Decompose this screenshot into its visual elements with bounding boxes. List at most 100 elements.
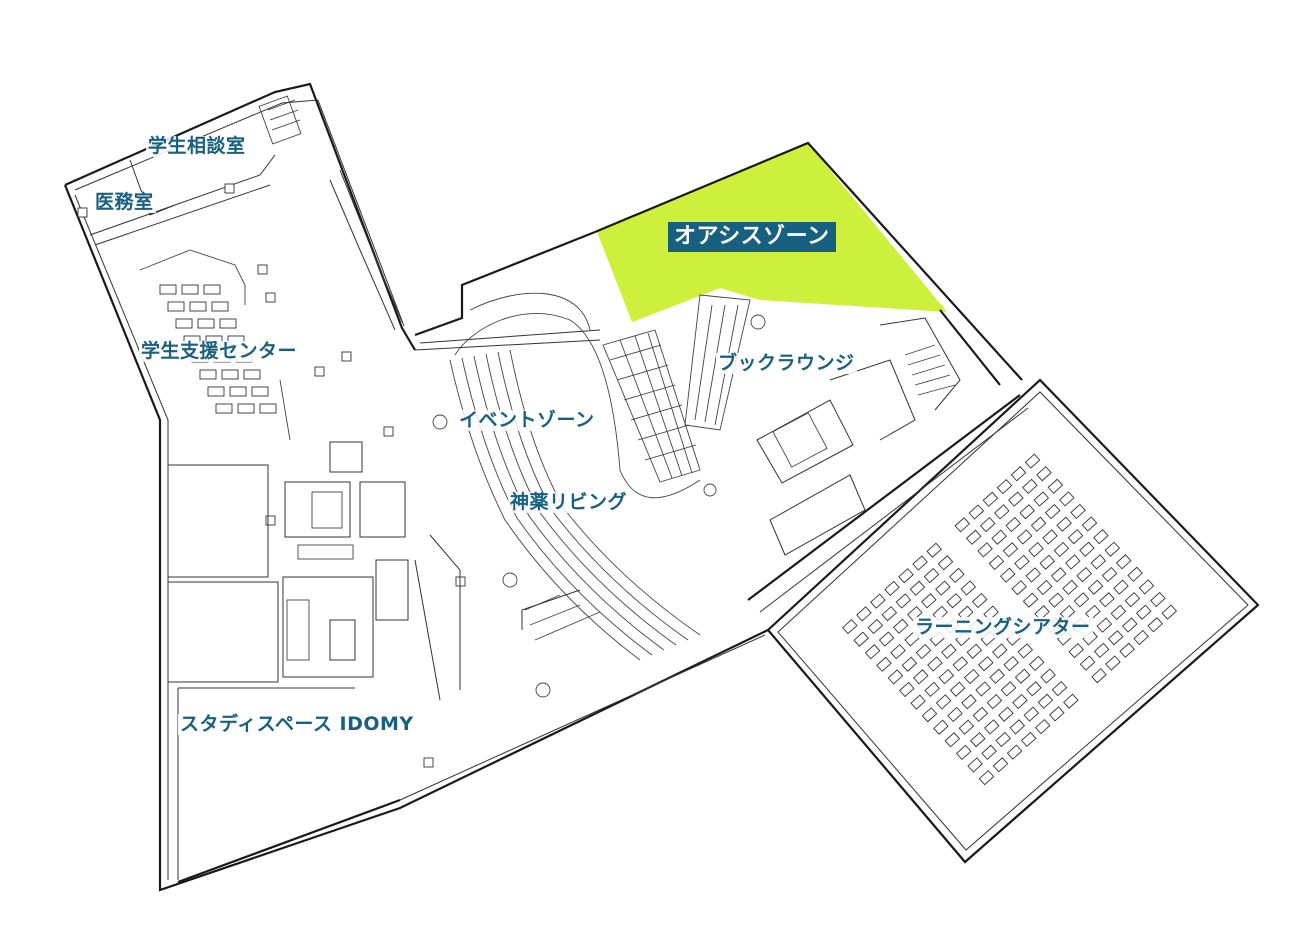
theater-seat <box>1022 478 1038 495</box>
theater-seat <box>1053 541 1070 558</box>
theater-seat <box>1009 719 1026 735</box>
theater-seat <box>965 529 982 545</box>
theater-seat <box>1049 706 1065 722</box>
theater-seat <box>1006 744 1023 760</box>
desk <box>159 284 177 295</box>
theater-seat <box>1003 655 1019 672</box>
theater-seat <box>1020 731 1037 748</box>
theater-seat <box>992 643 1008 659</box>
theater-seat <box>935 694 952 710</box>
theater-seat <box>1016 529 1033 545</box>
theater-seat <box>1076 566 1092 583</box>
theater-seat <box>1025 567 1042 583</box>
theater-seat <box>1133 629 1149 646</box>
theater-seat <box>946 593 963 609</box>
label-learning-theater[interactable]: ラーニングシアター <box>913 616 1093 638</box>
theater-seat <box>960 580 977 596</box>
theater-seat <box>1087 579 1104 595</box>
theater-seat <box>963 668 980 685</box>
label-study-space-idomy[interactable]: スタディスペース IDOMY <box>178 713 416 735</box>
label-student-consultation-room[interactable]: 学生相談室 <box>146 135 248 157</box>
theater-seat <box>1062 579 1078 596</box>
theater-seat <box>982 491 999 507</box>
theater-seat <box>1044 503 1061 520</box>
theater-seat <box>988 554 1005 571</box>
book-lounge-core <box>756 309 1001 556</box>
desk <box>229 386 247 397</box>
theater-seat <box>915 643 932 660</box>
theater-seat <box>1036 466 1052 482</box>
theater-seat <box>924 681 940 698</box>
theater-seat <box>981 744 997 760</box>
support-center-desks <box>139 249 466 768</box>
theater-seat <box>1022 592 1039 608</box>
label-student-support-center[interactable]: 学生支援センター <box>139 340 300 362</box>
label-shinyaku-living[interactable]: 神薬リビング <box>508 491 630 513</box>
theater-seat <box>910 694 926 710</box>
theater-seat <box>892 618 909 634</box>
theater-seat <box>972 706 989 723</box>
desk <box>211 301 229 312</box>
theater-seat <box>1028 655 1045 672</box>
label-oasis-zone[interactable]: オアシスゾーン <box>668 222 836 252</box>
theater-seat <box>1070 503 1086 520</box>
theater-seat <box>1063 693 1079 709</box>
theater-seat <box>977 542 993 558</box>
theater-seat <box>1122 617 1138 633</box>
theater-seat <box>1079 541 1095 557</box>
theater-seat <box>887 669 904 685</box>
theater-seat <box>1073 592 1090 608</box>
theater-seat <box>994 504 1010 520</box>
theater-seat <box>949 567 965 584</box>
theater-seat <box>968 504 985 520</box>
theater-seat <box>1105 655 1121 671</box>
theater-seat <box>1036 579 1053 596</box>
theater-seat <box>935 580 951 596</box>
theater-seat <box>1050 567 1067 583</box>
label-event-zone[interactable]: イベントゾーン <box>457 409 597 431</box>
theater-seat <box>1014 668 1031 684</box>
theater-seat <box>1037 693 1054 709</box>
theater-seat <box>878 631 895 647</box>
theater-seat <box>1065 554 1081 570</box>
theater-seat <box>975 681 991 697</box>
theater-seat <box>870 593 886 609</box>
theater-seat <box>898 568 914 584</box>
theater-seat <box>1107 630 1124 646</box>
theater-seat <box>991 529 1007 545</box>
label-medical-office[interactable]: 医務室 <box>93 191 156 213</box>
theater-seat <box>979 516 996 533</box>
desk <box>207 386 225 397</box>
theater-seat <box>996 478 1013 495</box>
label-book-lounge[interactable]: ブックラウンジ <box>716 352 857 374</box>
theater-seat <box>1047 478 1064 494</box>
theater-seat <box>890 643 906 660</box>
theater-seat <box>941 643 957 659</box>
theater-seat <box>1056 516 1072 532</box>
theater-seat <box>1119 642 1135 658</box>
theater-seat <box>958 719 975 735</box>
theater-seat <box>1079 655 1096 671</box>
theater-seat <box>1127 566 1143 582</box>
theater-seat <box>933 719 949 735</box>
theater-seat <box>1039 554 1056 570</box>
theater-seat <box>1040 668 1056 684</box>
desk <box>175 318 193 329</box>
theater-seat <box>884 580 900 597</box>
stair-core <box>904 344 956 396</box>
theater-seat <box>1014 554 1030 571</box>
theater-seat <box>1026 681 1042 697</box>
desk <box>203 284 221 295</box>
theater-seat <box>1124 591 1141 608</box>
theater-seat <box>1033 491 1050 507</box>
central-walls <box>414 141 1023 698</box>
theater-seat <box>1138 579 1155 595</box>
theater-seat <box>1059 605 1076 621</box>
theater-seat <box>1042 529 1058 545</box>
theater-seat <box>853 631 869 647</box>
theater-seat <box>1028 541 1044 558</box>
theater-seat <box>1085 604 1101 621</box>
theater-seat <box>1136 604 1152 620</box>
glass-floor-grid <box>602 294 751 483</box>
theater-seat <box>971 592 988 609</box>
